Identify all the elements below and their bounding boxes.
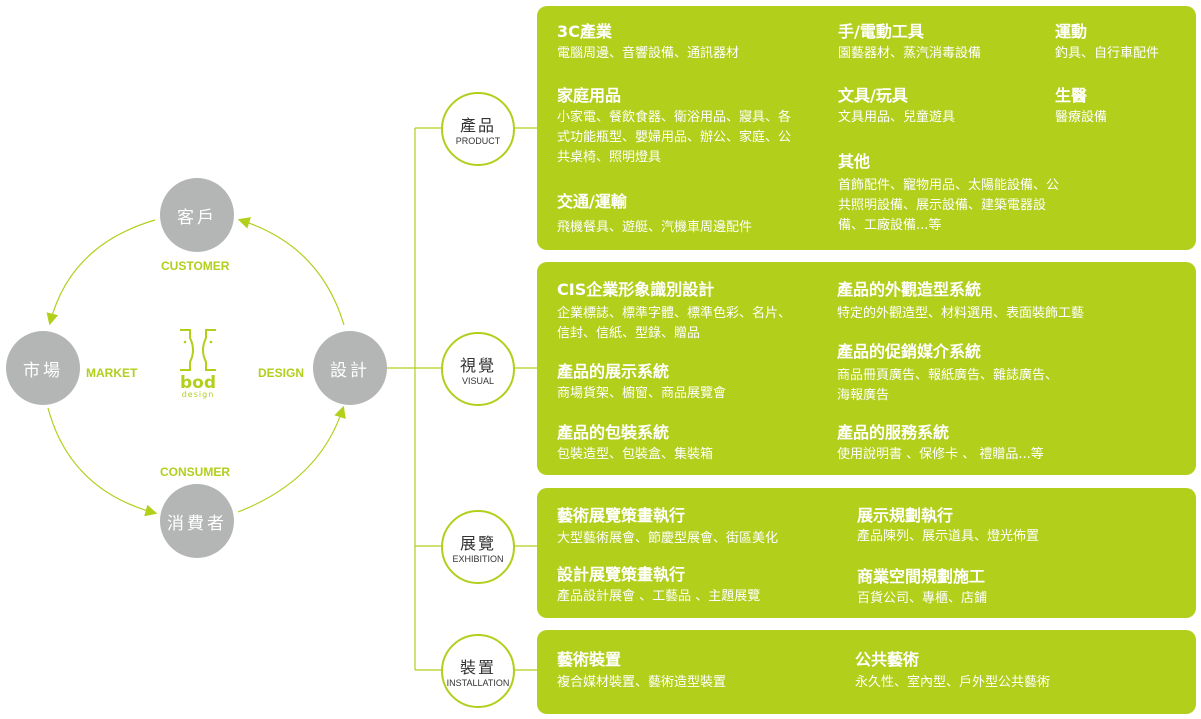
category-desc: 企業標誌、標準字體、標準色彩、名片、信封、信紙、型錄、贈品 — [557, 306, 792, 341]
category-desc: 電腦周邊、音響設備、通訊器材 — [557, 46, 740, 61]
category-title: 家庭用品 — [557, 86, 622, 105]
design-en-label: DESIGN — [258, 366, 305, 380]
category-title: CIS企業形象識別設計 — [557, 280, 715, 299]
category-desc: 產品陳列、展示道具、燈光佈置 — [857, 529, 1040, 544]
bod-logo: bod design — [176, 328, 220, 399]
market-label: 市場 — [23, 360, 63, 381]
consumer-label: 消費者 — [167, 513, 227, 534]
category-title: 藝術裝置 — [557, 650, 622, 669]
category-desc: 小家電、餐飲食器、衛浴用品、寢具、各式功能瓶型、嬰婦用品、辦公、家庭、公共桌椅、… — [557, 110, 792, 165]
node-market: 市場 — [6, 331, 80, 405]
category-desc: 產品設計展會 、工藝品 、主題展覽 — [557, 589, 761, 604]
category-title: 生醫 — [1055, 86, 1088, 105]
category-title: 手/電動工具 — [838, 22, 924, 41]
category-desc: 商品冊頁廣告、報紙廣告、雜誌廣告、海報廣告 — [837, 368, 1059, 403]
node-design: 設計 — [313, 331, 387, 405]
category-title: 運動 — [1055, 22, 1088, 41]
node-customer: 客戶 — [160, 178, 234, 252]
category-title: 藝術展覽策畫執行 — [557, 506, 686, 525]
consumer-en-label: CONSUMER — [160, 465, 231, 479]
category-desc: 特定的外觀造型、材料選用、表面裝飾工藝 — [837, 306, 1085, 321]
arrow-design-to-customer — [237, 217, 345, 326]
branch-zh: 裝置 — [459, 658, 496, 677]
category-title: 產品的促銷媒介系統 — [837, 342, 982, 361]
branch-zh: 產品 — [459, 116, 496, 135]
category-desc: 商場貨架、櫥窗、商品展覽會 — [557, 386, 727, 401]
category-title: 商業空間規劃施工 — [857, 567, 986, 586]
branch-en: PRODUCT — [455, 136, 501, 146]
category-desc: 醫療設備 — [1055, 110, 1108, 125]
category-desc: 文具用品、兒童遊具 — [838, 110, 956, 125]
category-desc: 永久性、室內型、戶外型公共藝術 — [855, 675, 1051, 690]
installation-panel: 藝術裝置 複合媒材裝置、藝術造型裝置 公共藝術 永久性、室內型、戶外型公共藝術 — [537, 630, 1196, 714]
category-title: 文具/玩具 — [838, 86, 908, 105]
category-desc: 大型藝術展會、節慶型展會、街區美化 — [557, 531, 779, 546]
market-en-label: MARKET — [86, 366, 138, 380]
category-title: 產品的包裝系統 — [557, 423, 670, 442]
category-desc: 釣具、自行車配件 — [1055, 46, 1160, 61]
category-desc: 飛機餐具、遊艇、汽機車周邊配件 — [557, 220, 753, 235]
customer-en-label: CUSTOMER — [161, 259, 230, 273]
arrow-customer-to-market — [46, 219, 156, 326]
category-title: 產品的展示系統 — [557, 362, 670, 381]
category-desc: 園藝器材、蒸汽消毒設備 — [838, 46, 982, 61]
category-title: 展示規劃執行 — [857, 506, 954, 525]
branch-en: EXHIBITION — [452, 554, 504, 564]
category-title: 3C產業 — [557, 22, 612, 41]
category-title: 產品的服務系統 — [837, 423, 950, 442]
logo-text: bod — [179, 373, 217, 393]
branch-zh: 展覽 — [459, 534, 496, 553]
node-consumer: 消費者 — [160, 484, 234, 558]
category-desc: 首飾配件、寵物用品、太陽能設備、公共照明設備、展示設備、建築電器設備、工廠設備.… — [838, 178, 1060, 233]
arrow-market-to-consumer — [47, 407, 158, 517]
logo-mark-icon — [180, 329, 216, 371]
category-title: 產品的外觀造型系統 — [837, 280, 982, 299]
branch-en: INSTALLATION — [446, 678, 510, 688]
customer-label: 客戶 — [177, 207, 217, 228]
category-desc: 複合媒材裝置、藝術造型裝置 — [557, 675, 727, 690]
category-title: 其他 — [838, 152, 871, 171]
product-panel: 3C產業 電腦周邊、音響設備、通訊器材 家庭用品 小家電、餐飲食器、衛浴用品、寢… — [537, 6, 1196, 250]
category-title: 設計展覽策畫執行 — [557, 565, 686, 584]
category-desc: 百貨公司、專櫃、店鋪 — [857, 591, 988, 606]
design-label: 設計 — [330, 360, 370, 381]
category-desc: 使用說明書 、保修卡 、 禮贈品...等 — [837, 447, 1044, 462]
category-desc: 包裝造型、包裝盒、集裝箱 — [557, 447, 714, 462]
logo-subtext: design — [181, 390, 215, 399]
category-title: 交通/運輸 — [557, 192, 627, 211]
visual-panel: CIS企業形象識別設計 企業標誌、標準字體、標準色彩、名片、信封、信紙、型錄、贈… — [537, 262, 1196, 475]
branch-zh: 視覺 — [459, 356, 496, 375]
exhibition-panel: 藝術展覽策畫執行 大型藝術展會、節慶型展會、街區美化 設計展覽策畫執行 產品設計… — [537, 488, 1196, 618]
arrow-consumer-to-design — [237, 405, 346, 513]
category-title: 公共藝術 — [855, 650, 920, 669]
branch-en: VISUAL — [461, 376, 494, 386]
